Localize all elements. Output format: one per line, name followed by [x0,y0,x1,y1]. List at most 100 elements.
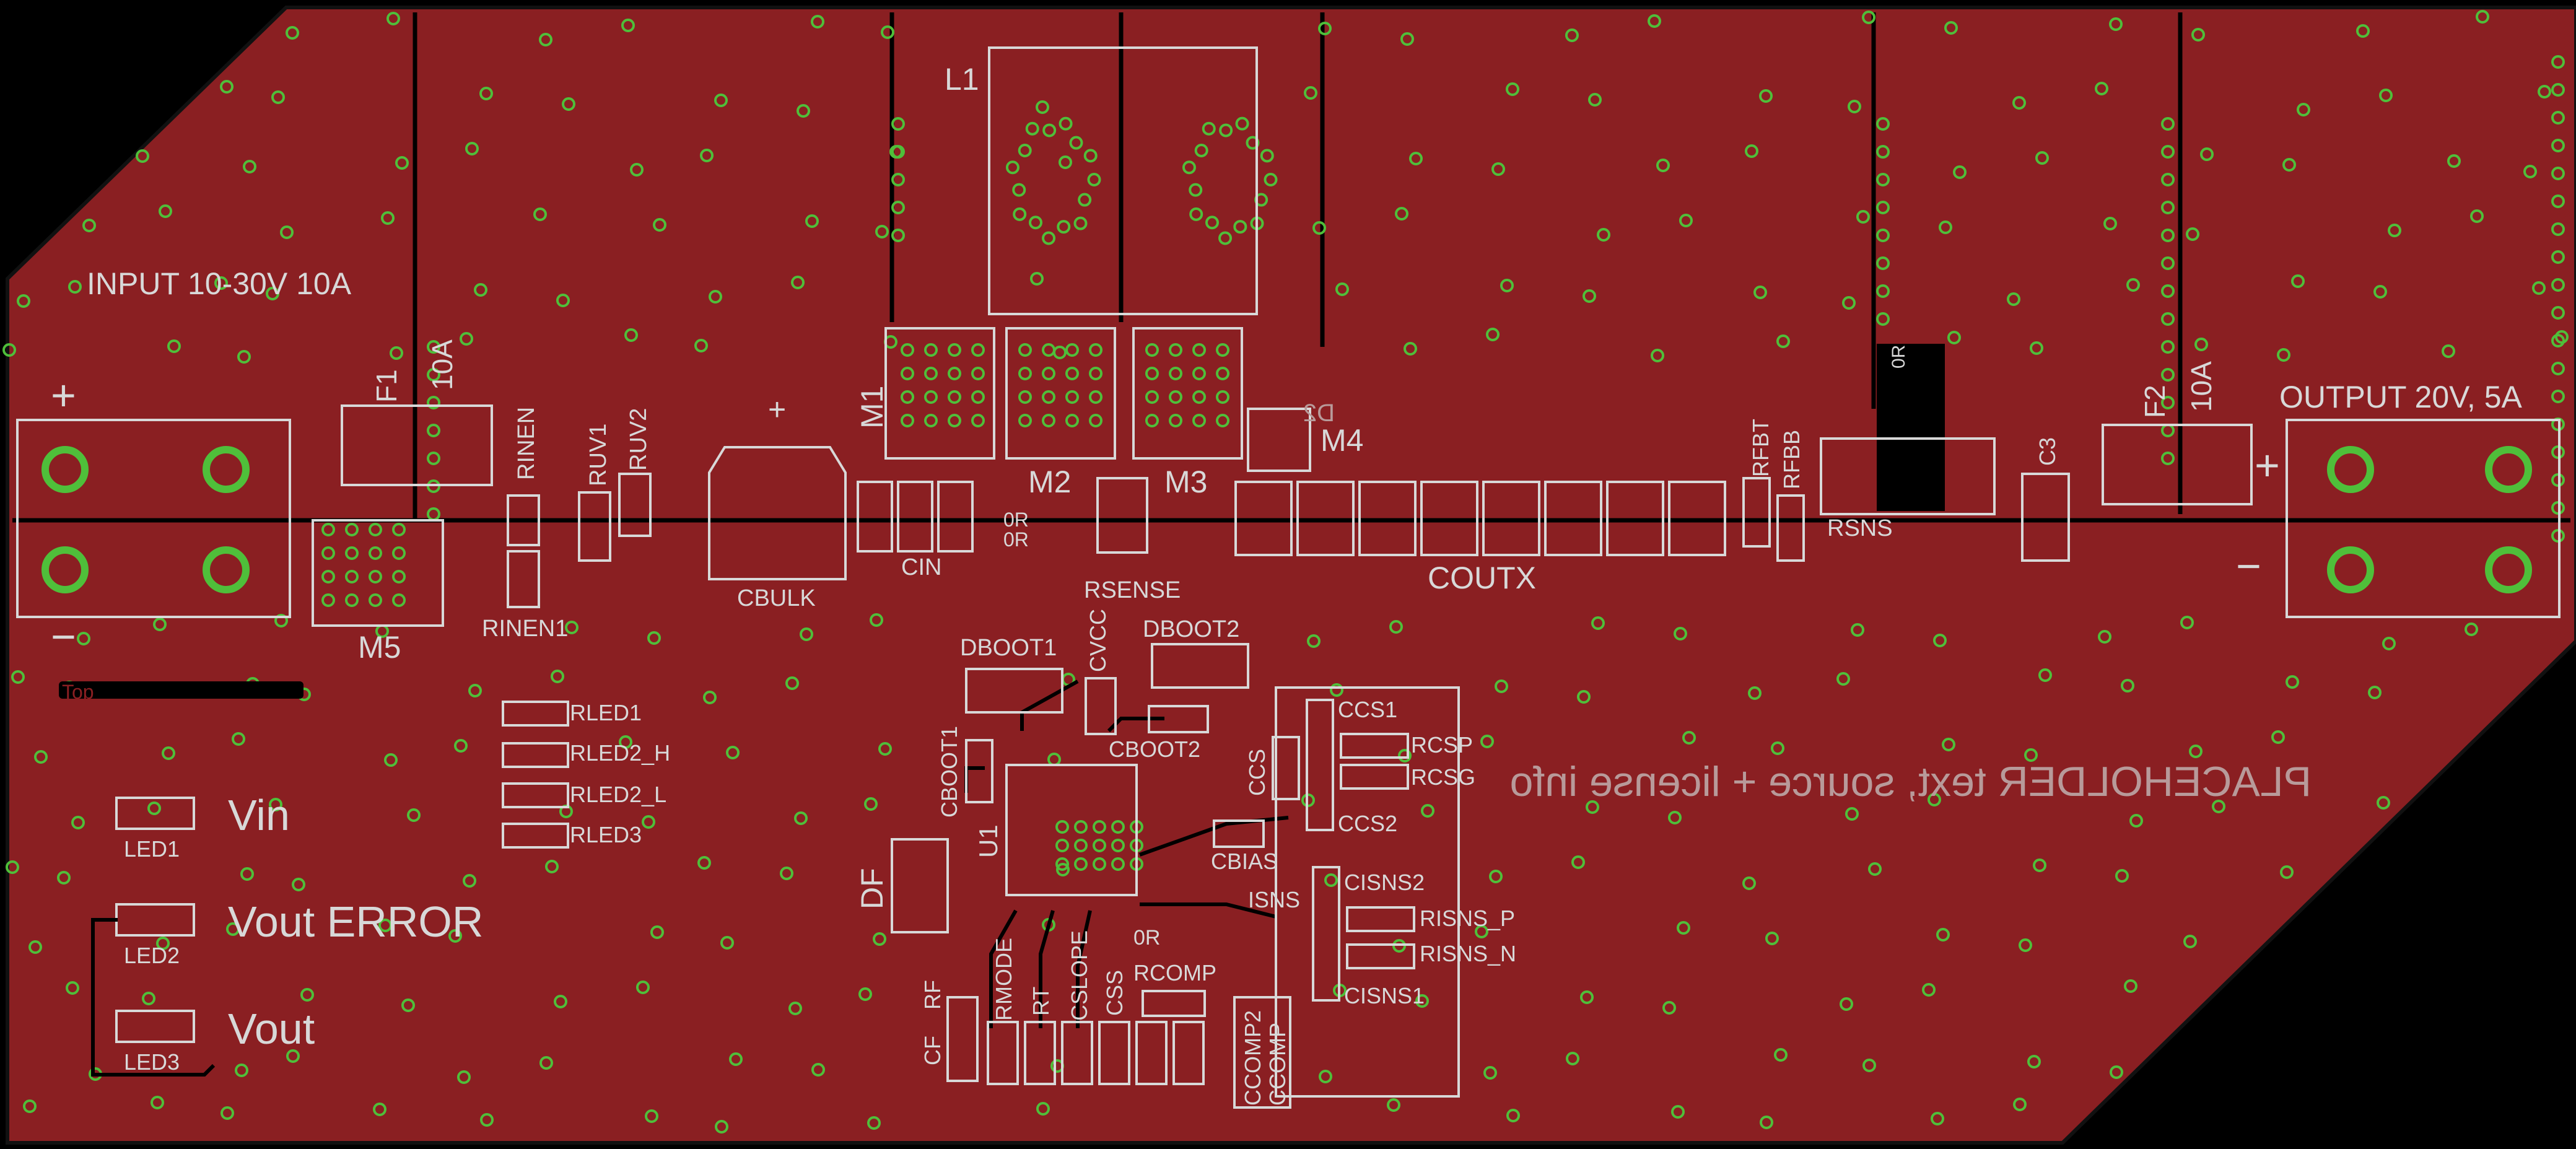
via [2180,616,2194,629]
via [1953,165,1967,179]
d2-label: D2 [1303,400,1335,427]
cap-cf [946,996,979,1082]
via [924,414,938,427]
via [454,739,468,753]
via [1074,820,1088,834]
via [2126,278,2140,292]
via [971,414,985,427]
via [1776,334,1790,348]
rsns-copper-cut [1877,344,1945,511]
via [948,414,961,427]
via [226,922,240,936]
via [1671,1105,1685,1119]
via [1944,21,1958,35]
rinen1-label: RINEN1 [482,616,568,642]
mosfet-m3 [1132,327,1243,460]
via [1307,634,1321,648]
via [811,15,824,28]
cboot2-label: CBOOT2 [1109,736,1200,762]
via [395,156,409,170]
mosfet-m2 [1005,327,1116,460]
via [1395,207,1408,221]
via [6,860,19,874]
via [1093,820,1106,834]
via [2551,390,2565,403]
via [1876,201,1890,214]
via [1216,367,1229,380]
caps-cin [857,481,974,553]
cf-label: CF [920,1036,945,1065]
cbulk-label: CBULK [737,585,816,611]
via [864,797,878,811]
via [533,208,547,221]
via [1216,343,1229,357]
rinen-label: RINEN [513,407,539,480]
mosfet-m1 [884,327,995,460]
via [1018,367,1032,380]
via [2161,201,2175,214]
via [1057,220,1071,234]
via [392,593,406,607]
via [2161,256,2175,270]
via [401,998,415,1012]
via [1059,116,1073,131]
via [788,1002,802,1015]
via [1335,282,1349,296]
via [1586,800,1599,814]
res-rfbt [1742,477,1771,548]
via [948,343,961,357]
via [901,414,914,427]
via [1059,155,1072,169]
via [162,746,175,760]
via [2129,814,2143,828]
via [697,856,711,870]
via [554,995,567,1008]
input-label: INPUT 10-30V 10A [87,266,352,301]
via [1591,616,1605,630]
via [1842,296,1856,310]
via [2551,167,2565,180]
via [1565,28,1579,42]
res-rsns [1820,437,1996,515]
via [23,1099,37,1113]
via [2194,338,2208,351]
via [1069,136,1083,150]
cvcc-label: CVCC [1085,609,1111,672]
via [1876,256,1890,270]
m4-label: M4 [1321,423,1363,458]
via [392,546,406,560]
via [1216,414,1229,427]
output-plus-label: + [2255,441,2280,489]
via [2161,173,2175,186]
via [971,390,985,404]
via [457,1070,471,1084]
via [624,328,638,342]
via [556,294,570,307]
via [791,276,805,289]
via [1304,86,1317,100]
via [1189,183,1203,197]
via [1318,22,1332,35]
via [390,346,403,360]
output-label: OUTPUT 20V, 5A [2279,380,2522,414]
cisns2-label: CISNS2 [1344,870,1425,895]
via [794,811,808,825]
cboot1-label: CBOOT1 [937,726,962,818]
via [2551,222,2565,236]
via [1577,690,1591,704]
via [142,992,155,1005]
rfbt-label: RFBT [1748,419,1773,477]
via [1018,414,1032,427]
via [1194,143,1208,157]
via [460,332,473,346]
via [1312,221,1326,235]
via [621,19,635,32]
via [1876,145,1890,159]
diode-df [891,838,949,933]
via [2551,278,2565,292]
via [1415,994,1429,1008]
via [1753,286,1767,299]
via [1260,149,1274,163]
via [2551,306,2565,320]
via [619,735,632,749]
